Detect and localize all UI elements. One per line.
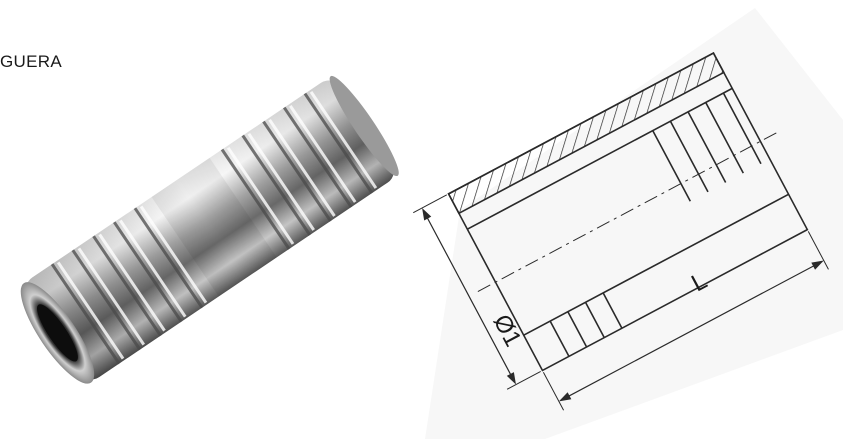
technical-drawing: Ø1 L	[413, 8, 843, 439]
drawing-centerline	[477, 131, 779, 293]
hose-barb-connector-photo	[20, 75, 399, 384]
diameter-dimension-line	[422, 209, 516, 384]
connector-ribs	[50, 91, 378, 365]
product-caption: GUERA	[0, 52, 62, 71]
length-dimension-line	[560, 260, 823, 401]
